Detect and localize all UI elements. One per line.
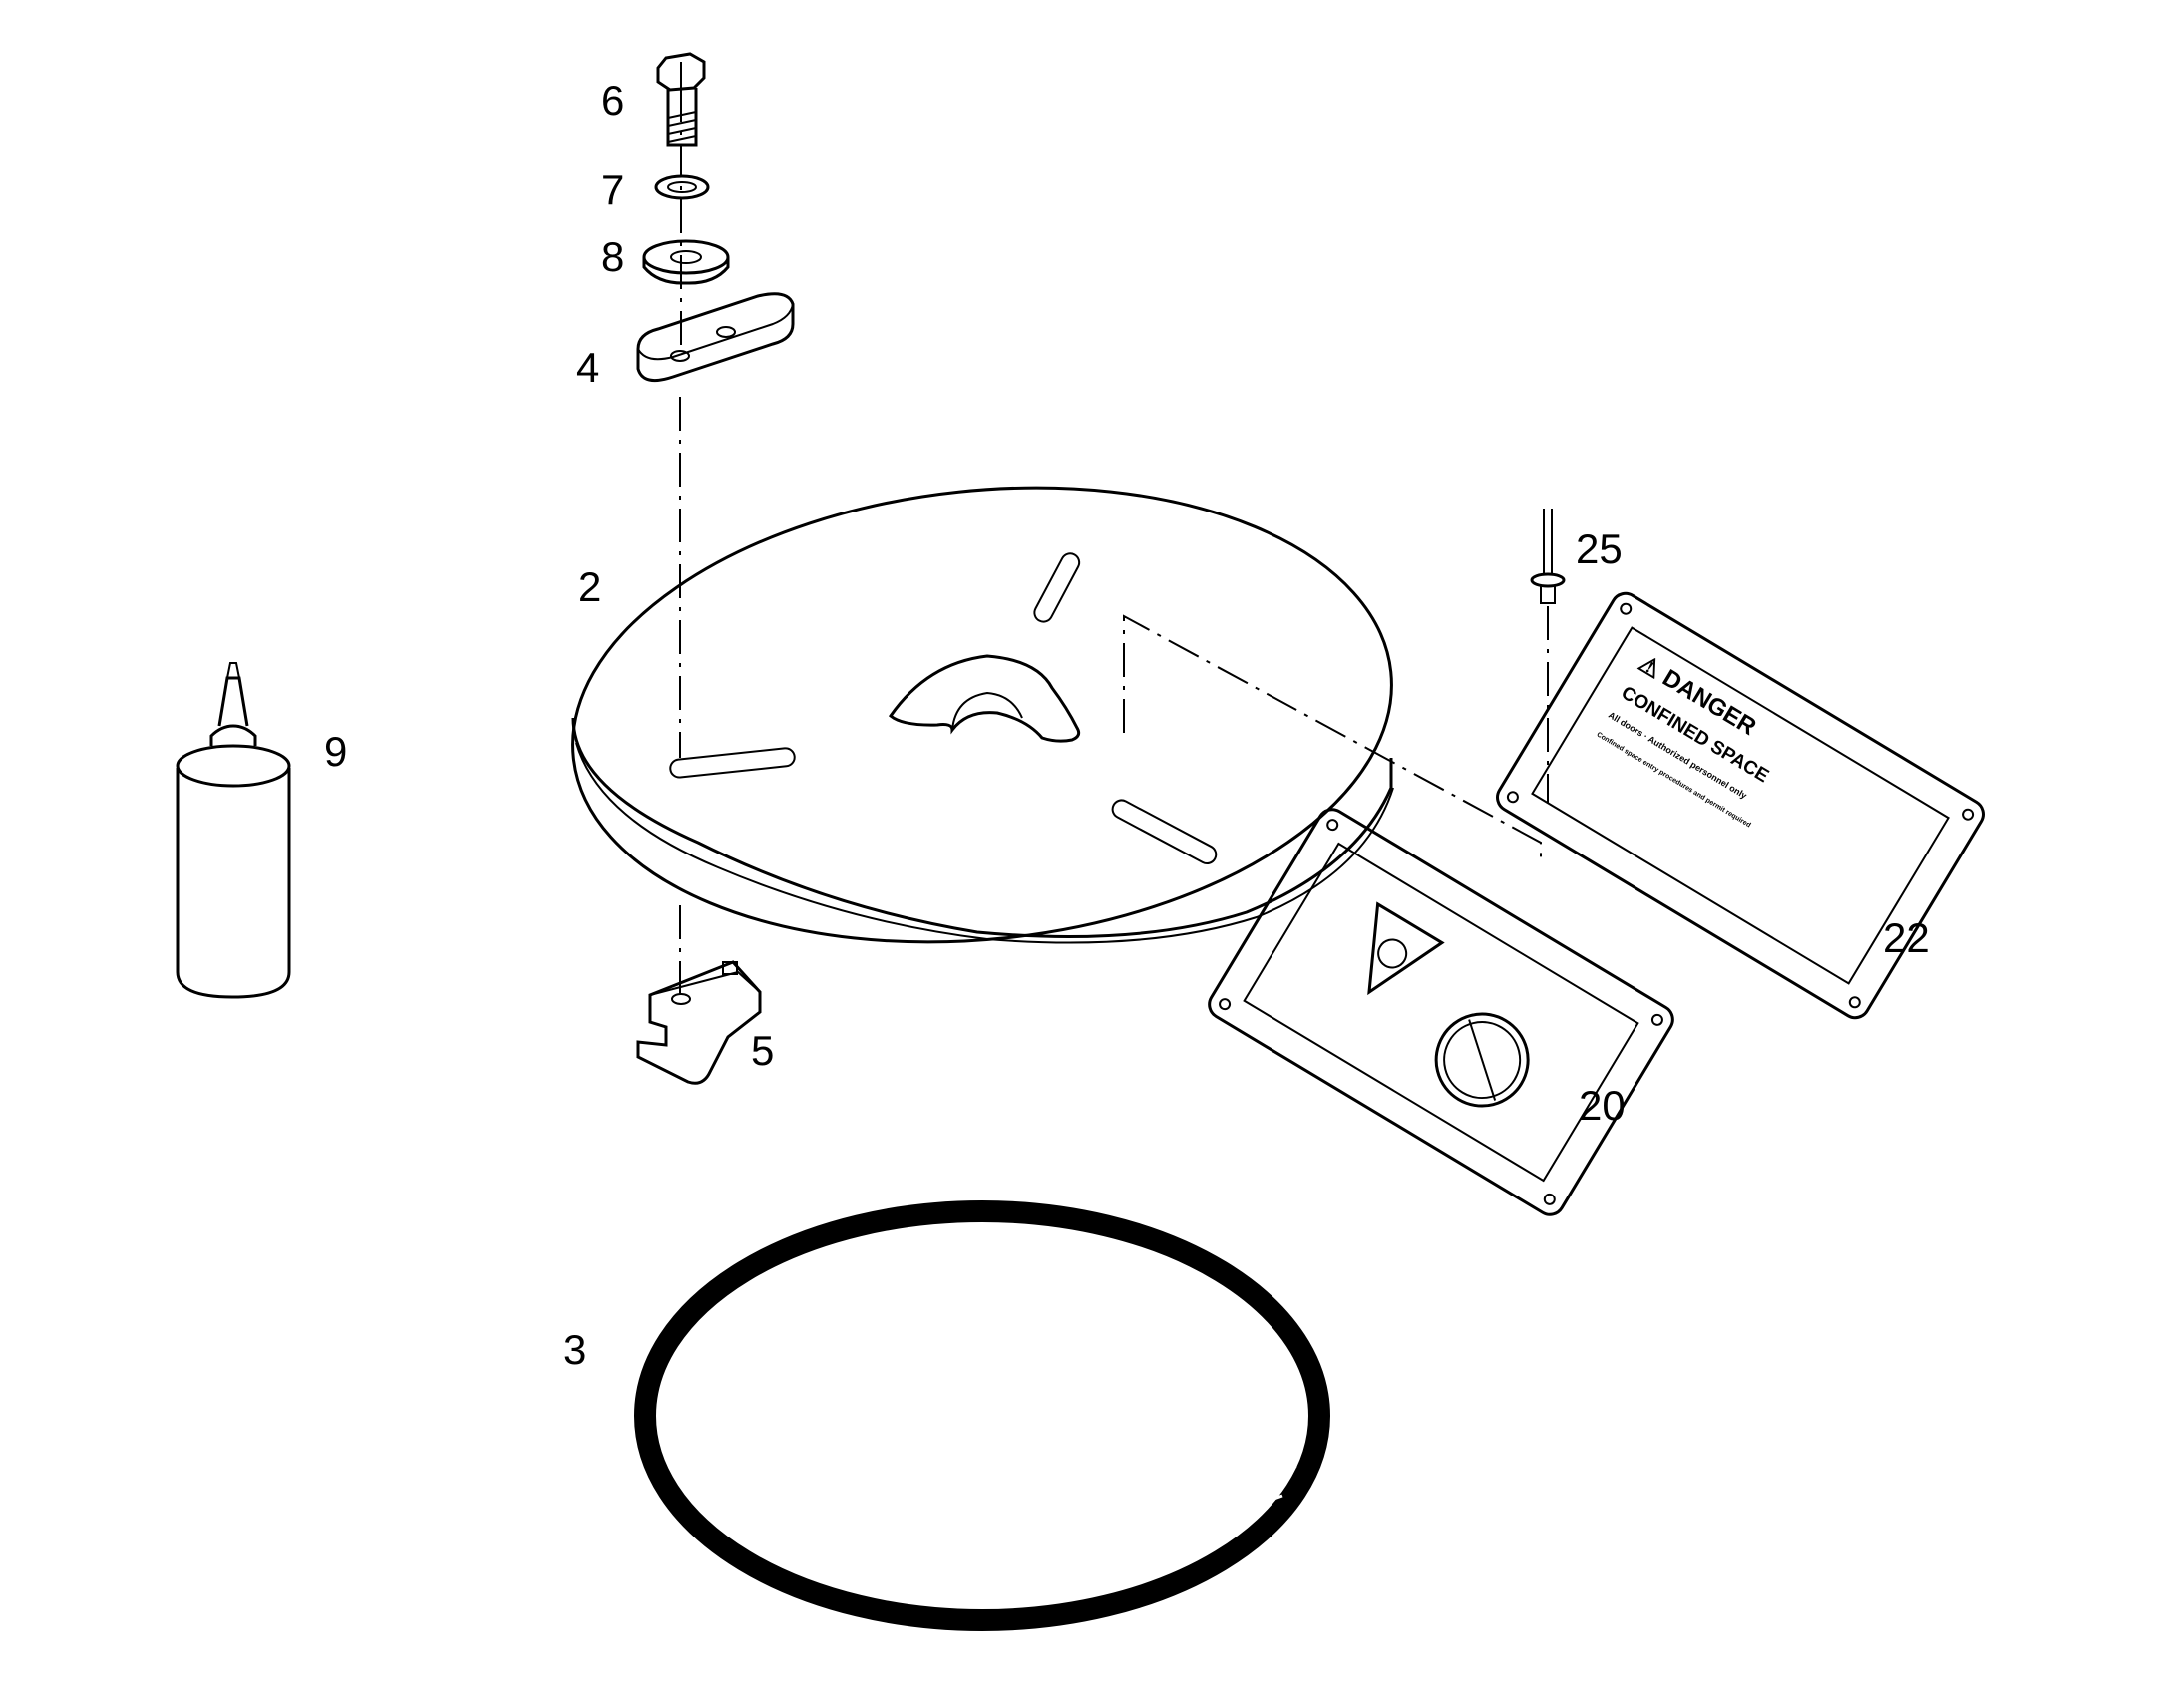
ring-part <box>634 1200 1330 1631</box>
plate-part <box>571 486 1394 944</box>
no-entry-icon <box>1434 1012 1530 1108</box>
callout-9: 9 <box>324 728 347 775</box>
bottle-part <box>176 662 291 999</box>
callout-7: 7 <box>601 167 624 213</box>
callout-4: 4 <box>576 344 599 391</box>
tab-part <box>636 292 795 383</box>
callout-8: 8 <box>601 233 624 280</box>
callouts: 6 7 8 4 2 9 5 25 22 20 3 <box>324 77 1930 1373</box>
callout-3: 3 <box>563 1326 586 1373</box>
callout-25: 25 <box>1576 525 1623 572</box>
rivet-part <box>1530 509 1566 604</box>
callout-20: 20 <box>1579 1082 1626 1129</box>
callout-2: 2 <box>578 563 601 610</box>
clamp-part <box>636 960 762 1085</box>
flat-washer-part <box>642 239 730 285</box>
callout-5: 5 <box>751 1027 774 1074</box>
assembly-lines <box>679 88 1549 997</box>
callout-22: 22 <box>1883 914 1930 961</box>
warning-triangle-icon <box>1367 901 1445 996</box>
callout-6: 6 <box>601 77 624 124</box>
warning-decal-part <box>1208 808 1674 1216</box>
